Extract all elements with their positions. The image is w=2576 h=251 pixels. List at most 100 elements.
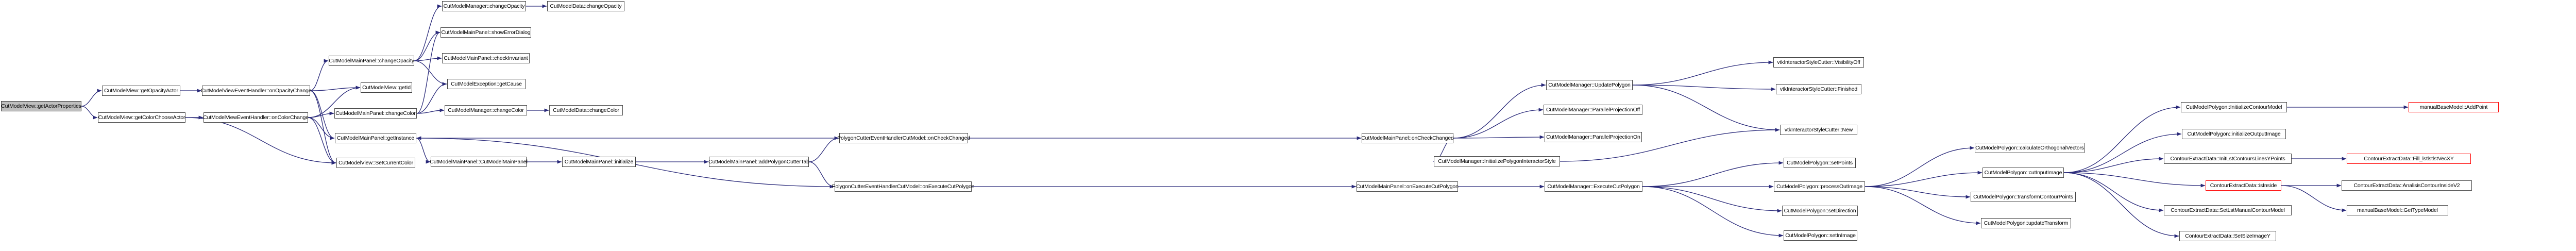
graph-node[interactable]: CutModelManager::ParallelProjectionOff xyxy=(1544,105,1642,115)
graph-edge xyxy=(1453,135,1545,139)
graph-node[interactable]: CutModelManager::ExecuteCutPolygon xyxy=(1545,181,1642,192)
graph-node[interactable]: CutModelPolygon::updateTransform xyxy=(1981,218,2071,228)
graph-node-root[interactable]: CutModelView::getActorProperties xyxy=(1,101,81,111)
graph-edge xyxy=(414,4,442,61)
graph-node[interactable]: CutModelViewEventHandler::onOpacityChang… xyxy=(201,86,312,96)
graph-node[interactable]: ContourExtractData::isInside xyxy=(2206,180,2281,191)
graph-node-label: CutModelPolygon::InitializeContourModel xyxy=(2185,104,2282,110)
graph-node[interactable]: CutModelException::getCause xyxy=(447,79,526,89)
graph-edge xyxy=(310,86,361,91)
graph-node-label: CutModelView::getId xyxy=(362,84,411,91)
graph-node[interactable]: CutModelPolygon::transformContourPoints xyxy=(1971,192,2076,202)
graph-node[interactable]: manualBaseModel::GetTypeModel xyxy=(2347,205,2448,215)
graph-node-label: CutModelData::changeColor xyxy=(553,107,619,113)
graph-edge xyxy=(1560,128,1780,162)
graph-node[interactable]: ContourExtractData::Fill_lstlstlstVecXY xyxy=(2347,154,2471,164)
graph-edge xyxy=(1453,108,1544,139)
graph-node[interactable]: CutModelPolygon::setPoints xyxy=(1784,158,1856,168)
graph-edge xyxy=(1865,186,1981,225)
graph-node-label: CutModelView::getActorProperties xyxy=(1,103,81,109)
graph-node[interactable]: CutModelView::getOpacityActor xyxy=(102,86,180,96)
graph-node[interactable]: CutModelMainPanel::initialize xyxy=(562,157,636,167)
graph-node[interactable]: CutModelMainPanel::showErrorDialog xyxy=(440,27,531,38)
graph-node-label: CutModelManager::ParallelProjectionOn xyxy=(1546,133,1640,140)
graph-node[interactable]: CutModelMainPanel::getInstance xyxy=(335,133,416,143)
graph-node[interactable]: CutModelMainPanel::CutModelMainPanel xyxy=(430,157,528,167)
graph-node[interactable]: CutModelView::getColorChooseActor xyxy=(98,112,185,123)
graph-node[interactable]: CutModelMainPanel::changeColor xyxy=(334,108,417,119)
graph-node-label: vtkInteractorStyleCutter::VisibilityOff xyxy=(1777,59,1860,65)
graph-node-label: ContourExtractData::AnalisisContourInsid… xyxy=(2353,182,2460,189)
graph-node-label: CutModelMainPanel::CutModelMainPanel xyxy=(430,158,528,165)
graph-node-label: CutModelPolygon::processOutImage xyxy=(1776,183,1862,190)
graph-node[interactable]: CutModelMainPanel::checkInvariant xyxy=(442,53,530,63)
graph-node[interactable]: CutModelPolygon::processOutImage xyxy=(1774,181,1865,192)
graph-node[interactable]: CutModelManager::InitializePolygonIntera… xyxy=(1434,156,1560,166)
graph-edge xyxy=(416,30,440,114)
graph-node-label: CutModelPolygon::setDirection xyxy=(1784,207,1856,214)
graph-node[interactable]: CutModelData::changeOpacity xyxy=(547,1,624,11)
graph-node[interactable]: ContourExtractData::InitLstContoursLines… xyxy=(2164,154,2292,164)
graph-edge xyxy=(308,86,361,118)
graph-node[interactable]: CutModelPolygon::setInImage xyxy=(1784,230,1857,241)
graph-node-label: CutModelPolygon::initializeOutputImage xyxy=(2187,130,2281,137)
graph-edge xyxy=(414,56,442,61)
graph-node-label: CutModelManager::UpdatePolygon xyxy=(1548,81,1631,88)
graph-edge xyxy=(310,90,335,140)
graph-node-label: vtkInteractorStyleCutter::Finished xyxy=(1780,86,1858,92)
graph-node[interactable]: CutModelPolygon::setDirection xyxy=(1782,206,1858,216)
graph-node-label: CutModelPolygon::setInImage xyxy=(1785,232,1856,239)
graph-node-label: CutModelPolygon::transformContourPoints xyxy=(1973,193,2073,200)
graph-node[interactable]: CutModelManager::UpdatePolygon xyxy=(1546,80,1633,90)
graph-node-label: ContourExtractData::Fill_lstlstlstVecXY xyxy=(2364,155,2454,162)
graph-edge xyxy=(1453,83,1546,139)
graph-node[interactable]: CutModelManager::ParallelProjectionOn xyxy=(1545,132,1642,142)
graph-node[interactable]: CutModelManager::changeColor xyxy=(445,105,527,115)
graph-node[interactable]: ContourExtractData::SetLstManualContourM… xyxy=(2164,205,2292,215)
graph-node-label: CutModelView::getOpacityActor xyxy=(104,87,178,94)
graph-node[interactable]: CutModelPolygon::cutInputImage xyxy=(1982,168,2064,178)
graph-node-label: CutModelManager::changeColor xyxy=(448,107,524,113)
graph-node[interactable]: vtkInteractorStyleCutter::New xyxy=(1780,125,1857,135)
graph-edge xyxy=(416,82,447,114)
graph-edge xyxy=(308,117,336,165)
graph-node[interactable]: CutModelMainPanel::addPolygonCutterTab xyxy=(708,157,809,167)
graph-node[interactable]: CutModelMainPanel::onExecuteCutPolygon xyxy=(1356,181,1459,192)
graph-node-label: CutModelMainPanel::getInstance xyxy=(336,135,415,141)
graph-node[interactable]: CutModelPolygon::initializeOutputImage xyxy=(2182,129,2286,139)
graph-node-label: PolygonCutterEventHandlerCutModel::onChe… xyxy=(837,135,970,141)
graph-node-label: CutModelPolygon::updateTransform xyxy=(1984,220,2069,226)
graph-node[interactable]: CutModelPolygon::calculateOrthogonalVect… xyxy=(1975,143,2084,153)
graph-node-label: CutModelManager::ExecuteCutPolygon xyxy=(1547,183,1640,190)
graph-node[interactable]: CutModelData::changeColor xyxy=(549,105,623,115)
graph-node-label: CutModelManager::changeOpacity xyxy=(443,3,525,9)
graph-edge xyxy=(2063,172,2179,238)
graph-node[interactable]: ContourExtractData::SetSizeImageY xyxy=(2179,231,2276,241)
graph-node[interactable]: manualBaseModel::AddPoint xyxy=(2409,102,2499,112)
graph-node[interactable]: vtkInteractorStyleCutter::Finished xyxy=(1776,84,1861,94)
graph-node-label: CutModelMainPanel::onCheckChanged xyxy=(1361,135,1454,141)
graph-edge xyxy=(310,90,336,165)
graph-node-label: ContourExtractData::SetSizeImageY xyxy=(2185,232,2270,239)
graph-edge xyxy=(2281,185,2347,212)
graph-node[interactable]: CutModelPolygon::InitializeContourModel xyxy=(2181,102,2287,112)
graph-node[interactable]: CutModelView::SetCurrentColor xyxy=(336,158,415,168)
graph-node[interactable]: PolygonCutterEventHandlerCutModel::onExe… xyxy=(832,181,975,192)
graph-node-label: ContourExtractData::InitLstContoursLines… xyxy=(2170,155,2285,162)
graph-edge xyxy=(2063,157,2164,173)
graph-node-label: CutModelMainPanel::showErrorDialog xyxy=(441,29,531,36)
graph-node[interactable]: CutModelView::getId xyxy=(361,82,412,93)
graph-node[interactable]: CutModelMainPanel::changeOpacity xyxy=(329,56,414,66)
graph-node[interactable]: CutModelMainPanel::onCheckChanged xyxy=(1361,133,1454,143)
graph-node[interactable]: CutModelViewEventHandler::onColorChange xyxy=(203,112,309,123)
graph-node-label: CutModelPolygon::calculateOrthogonalVect… xyxy=(1975,144,2084,151)
graph-node-label: CutModelMainPanel::changeOpacity xyxy=(329,57,414,64)
graph-node[interactable]: PolygonCutterEventHandlerCutModel::onChe… xyxy=(837,133,970,143)
graph-node[interactable]: ContourExtractData::AnalisisContourInsid… xyxy=(2342,180,2472,191)
graph-node[interactable]: vtkInteractorStyleCutter::VisibilityOff xyxy=(1773,57,1864,68)
graph-node-label: CutModelPolygon::setPoints xyxy=(1786,159,1853,166)
graph-node-label: manualBaseModel::AddPoint xyxy=(2419,104,2488,110)
graph-node[interactable]: CutModelManager::changeOpacity xyxy=(442,1,526,11)
graph-node-label: CutModelManager::InitializePolygonIntera… xyxy=(1438,158,1556,164)
graph-edge xyxy=(1865,186,1971,199)
